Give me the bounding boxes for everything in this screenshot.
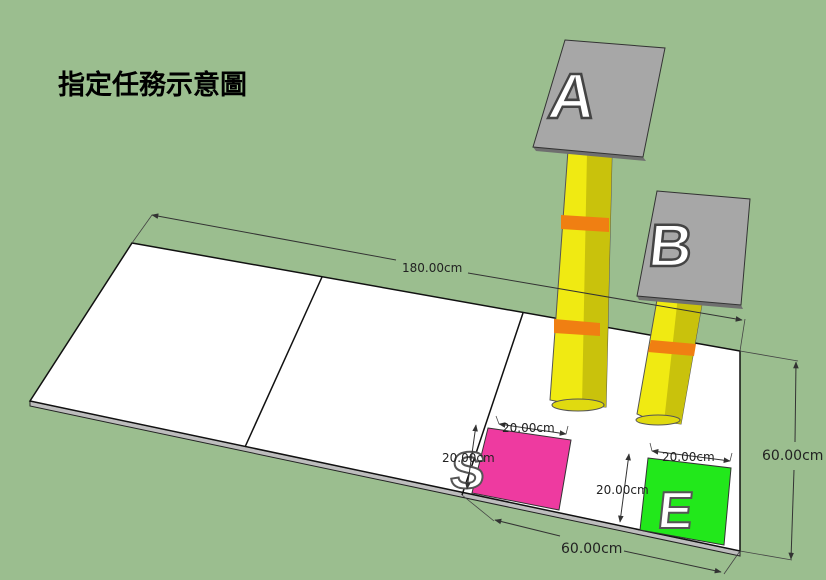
pillar-b — [635, 293, 704, 426]
dimension-width-bottom-label: 60.00cm — [561, 541, 622, 557]
sign-b: B — [636, 190, 751, 309]
dimension-start: 20.00cm 20.00cm — [442, 415, 569, 490]
end-square — [639, 457, 732, 546]
sign-a-label: A — [544, 60, 600, 132]
pillar-a — [549, 149, 613, 412]
board-divider-1 — [244, 276, 323, 448]
dimension-start-width-label: 20.00cm — [502, 421, 555, 435]
dimension-length: 180.00cm — [131, 213, 746, 352]
dimension-end-width-label: 20.00cm — [662, 450, 715, 464]
dimension-end-height-label: 20.00cm — [596, 483, 649, 497]
page-title: 指定任務示意圖 — [58, 69, 247, 101]
dimension-start-height-label: 20.00cm — [442, 451, 495, 465]
dimension-width-right: 60.00cm — [739, 350, 823, 561]
dimension-width-right-label: 60.00cm — [762, 448, 823, 464]
sign-a: A — [532, 39, 666, 161]
end-label: E — [655, 482, 696, 540]
dimension-width-bottom: 60.00cm — [461, 494, 741, 575]
dimension-length-label: 180.00cm — [402, 261, 462, 275]
dimension-end: 20.00cm 20.00cm — [596, 442, 733, 523]
sign-b-label: B — [646, 212, 696, 279]
